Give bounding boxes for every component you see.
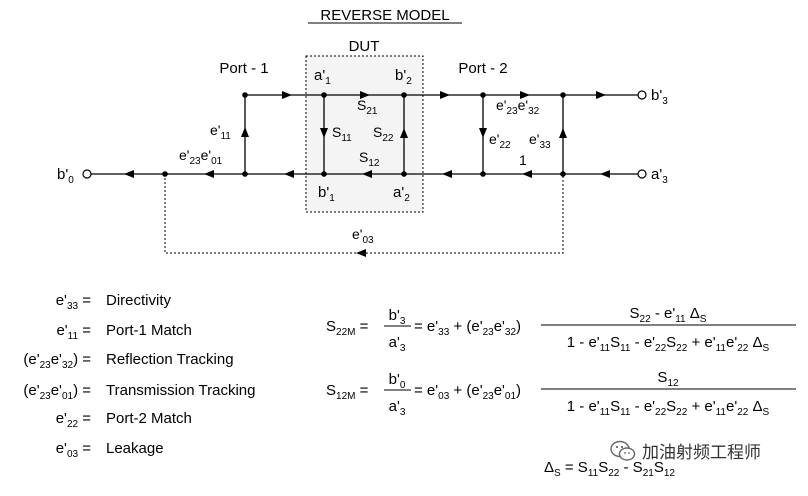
terminal-a3 — [637, 169, 647, 179]
eq-s12m-frac-num: b'0 — [389, 371, 406, 391]
watermark-text: 加油射频工程师 — [642, 443, 761, 463]
arrow-top-e23e32 — [520, 91, 530, 99]
def-term-e23e32: (e'23e'32) = — [23, 351, 91, 371]
watermark: 加油射频工程师 — [610, 438, 761, 463]
node-dot — [401, 171, 407, 177]
def-term-e03: e'03 = — [56, 440, 92, 460]
arrow-bot-s12 — [362, 170, 372, 178]
eq-s12m-denominator: 1 - e'11S11 - e'22S22 + e'11e'22 ΔS — [567, 398, 770, 418]
def-meaning-e23e32: Reflection Tracking — [106, 351, 234, 368]
def-meaning-e03: Leakage — [106, 440, 164, 457]
node-dot — [480, 92, 486, 98]
arrow-top-s21 — [360, 91, 370, 99]
diagram-title: REVERSE MODEL — [320, 7, 449, 24]
eq-s22m-denominator: 1 - e'11S11 - e'22S22 + e'11e'22 ΔS — [567, 334, 770, 354]
eq-delta-s: ΔS = S11S22 - S21S12 — [544, 459, 675, 479]
arrow-bot-one — [522, 170, 532, 178]
branch-label-e33: e'33 — [529, 131, 551, 151]
arrow-e03 — [356, 249, 366, 257]
def-term-e11: e'11 = — [56, 322, 91, 342]
arrow-e22 — [479, 128, 487, 138]
definitions-list: e'33 = Directivity e'11 = Port-1 Match (… — [23, 292, 255, 460]
arrow-bot-3 — [284, 170, 294, 178]
eq-s22m-rhs: = e'33 + (e'23e'32) — [414, 318, 521, 338]
node-dot — [242, 171, 248, 177]
eq-s12m-lhs: S12M = — [326, 382, 369, 402]
node-dot — [480, 171, 486, 177]
node-dot — [242, 92, 248, 98]
branch-label-e23e32: e'23e'32 — [496, 97, 540, 117]
node-label-b3: b'3 — [651, 87, 668, 107]
eq-s22m-frac-den: a'3 — [389, 334, 406, 354]
arrow-top-1 — [282, 91, 292, 99]
port2-label: Port - 2 — [458, 60, 507, 77]
arrow-s11 — [320, 128, 328, 138]
equation-s12m: S12M = b'0 a'3 = e'03 + (e'23e'01) S12 1… — [326, 369, 796, 418]
branch-label-e22: e'22 — [489, 131, 511, 151]
terminal-b3 — [637, 90, 647, 100]
branch-label-e11: e'11 — [210, 122, 231, 142]
eq-s12m-rhs: = e'03 + (e'23e'01) — [414, 382, 521, 402]
def-meaning-e23e01: Transmission Tracking — [106, 382, 256, 399]
eq-s22m-numerator: S22 - e'11 ΔS — [630, 305, 707, 325]
equation-s22m: S22M = b'3 a'3 = e'33 + (e'23e'32) S22 -… — [326, 305, 796, 354]
eq-s22m-frac-num: b'3 — [389, 307, 406, 327]
arrow-bot-e23e01 — [204, 170, 214, 178]
arrow-bot-1 — [124, 170, 134, 178]
graph-nodes — [162, 92, 566, 177]
def-meaning-e22: Port-2 Match — [106, 410, 192, 427]
node-dot — [401, 92, 407, 98]
arrow-e11 — [241, 127, 249, 137]
branch-label-e03: e'03 — [352, 226, 374, 246]
arrow-bot-7 — [600, 170, 610, 178]
arrow-s22 — [400, 128, 408, 138]
eq-s22m-lhs: S22M = — [326, 318, 369, 338]
arrow-top-3 — [440, 91, 450, 99]
branch-label-one: 1 — [519, 152, 527, 168]
node-label-b0: b'0 — [57, 166, 74, 186]
arrow-top-5 — [596, 91, 606, 99]
port1-label: Port - 1 — [219, 60, 268, 77]
arrow-bot-5 — [442, 170, 452, 178]
node-dot — [560, 171, 566, 177]
eq-s12m-frac-den: a'3 — [389, 398, 406, 418]
arrow-e33 — [559, 128, 567, 138]
node-dot — [321, 171, 327, 177]
def-term-e23e01: (e'23e'01) = — [23, 382, 91, 402]
dut-label: DUT — [349, 38, 380, 55]
branch-label-e23e01: e'23e'01 — [179, 147, 223, 167]
node-label-a3: a'3 — [651, 166, 668, 186]
node-dot — [321, 92, 327, 98]
node-dot — [162, 171, 168, 177]
node-dot — [560, 92, 566, 98]
wechat-icon — [610, 440, 636, 461]
eq-s12m-numerator: S12 — [657, 369, 679, 389]
def-term-e33: e'33 = — [56, 292, 92, 312]
def-meaning-e11: Port-1 Match — [106, 322, 192, 339]
def-meaning-e33: Directivity — [106, 292, 172, 309]
def-term-e22: e'22 = — [56, 410, 92, 430]
terminal-b0 — [82, 169, 92, 179]
